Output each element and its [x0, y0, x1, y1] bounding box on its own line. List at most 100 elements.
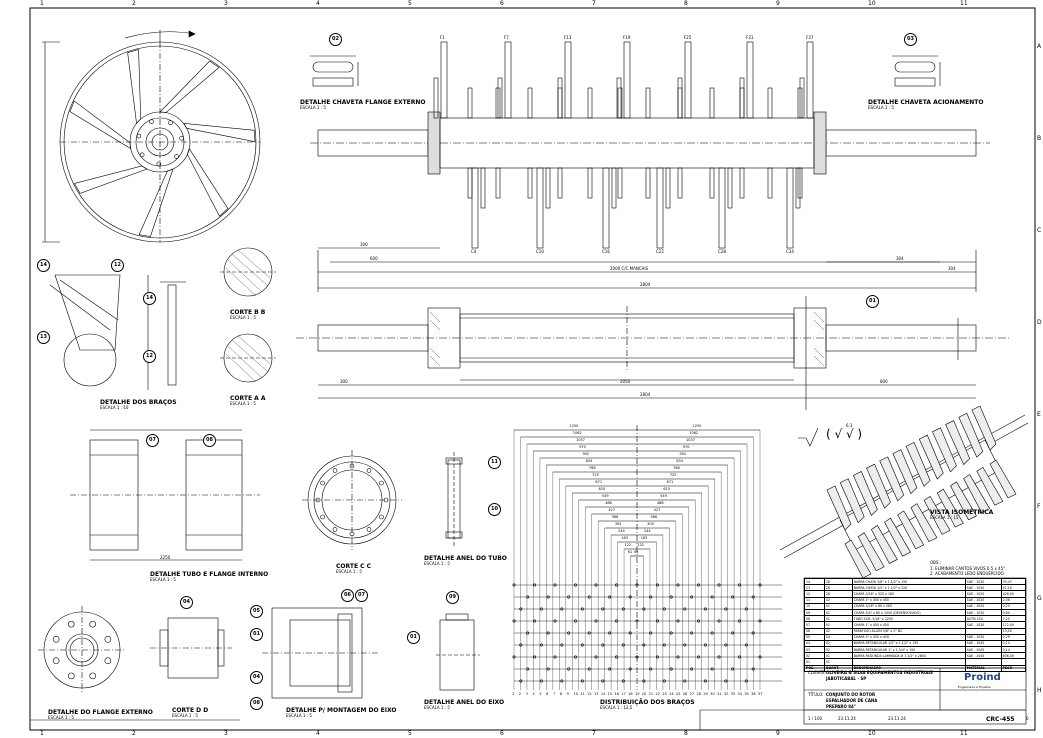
distribution-axis-number: 8 [559, 692, 563, 696]
distribution-dim-left: 305 [614, 522, 622, 526]
arm-position-mark [608, 631, 612, 635]
flange-hole [366, 527, 372, 532]
arm-short-bottom [587, 167, 593, 199]
distribution-dim-left: 834 [585, 459, 593, 463]
distribution-axis-number: 28 [696, 692, 701, 696]
flange-hole [67, 672, 75, 680]
drawing-number: CRC-455 [986, 716, 1015, 723]
distribution-axis-number: 4 [532, 692, 535, 696]
arm-short [467, 87, 473, 119]
anel-eixo [436, 613, 480, 691]
flange-hole [379, 514, 384, 520]
distribution-dim-right: 61 [634, 550, 639, 554]
arm-position-mark [601, 679, 605, 683]
arm-position-mark [573, 655, 577, 659]
iso-arm [884, 517, 911, 557]
zone-row-label: E [1037, 411, 1041, 418]
item-bubble-02: 02 [329, 33, 342, 46]
arm-position-mark [662, 643, 666, 647]
flange-hole [52, 657, 60, 665]
iso-arm [989, 459, 1017, 499]
flange-hole [320, 514, 325, 520]
distribution-axis-number: 34 [737, 692, 742, 696]
zone-col-label-bottom: 4 [316, 730, 320, 737]
arm-position-mark [724, 679, 728, 683]
arm-position-mark [532, 619, 536, 623]
distribution-axis-number: 24 [669, 692, 674, 696]
arm-position-mark [690, 595, 694, 599]
distribution-dim-left: 366 [611, 515, 619, 519]
distribution-dim-right: 549 [660, 494, 667, 498]
rotor-front-view [42, 30, 261, 243]
arm-short-bottom [495, 167, 501, 199]
flange-hole [52, 635, 60, 643]
flange-hole [349, 463, 355, 469]
arm-label-top: F37 [806, 35, 814, 40]
arm-position-mark [573, 619, 577, 623]
arm-position-mark [703, 607, 707, 611]
arm-position-mark [512, 619, 516, 623]
distribution-dim-right: 766 [673, 466, 680, 470]
arm-position-mark [683, 643, 687, 647]
distribution-axis-number: 22 [655, 692, 660, 696]
arm-position-mark [526, 667, 530, 671]
iso-arm [950, 481, 977, 521]
arm-position-mark [731, 667, 735, 671]
iso-arm [857, 532, 885, 572]
arm-short [709, 87, 715, 119]
arm-short [797, 87, 803, 119]
arm-position-mark [621, 679, 625, 683]
arm-bottom-side [665, 167, 671, 209]
bolt-hole [139, 152, 145, 158]
iso-arm [936, 488, 964, 528]
dim-s3: 800 [880, 379, 888, 384]
iso-arm [839, 478, 865, 524]
dim-overall: 2804 [640, 282, 651, 287]
distribution-dim-right: 427 [653, 508, 661, 512]
client-location: JABOTICABAL - SP [826, 676, 867, 681]
arm-position-mark [594, 583, 598, 587]
distribution-axis-number: 11 [580, 692, 585, 696]
arm-short-bottom [709, 167, 715, 199]
client-label: CLIENTE: [808, 670, 827, 675]
arm-short [587, 87, 593, 119]
zone-row-label: B [1037, 135, 1042, 142]
bom-header-cell: MATERIAL [964, 664, 1002, 672]
arm-position-mark [567, 667, 571, 671]
arm-bottom [786, 167, 794, 249]
isometric-view [778, 405, 1029, 579]
distribution-dim-left: 61 [627, 550, 633, 554]
arm-position-mark [676, 619, 680, 623]
distribution-axis-number: 20 [641, 692, 647, 696]
company-subtitle: Engenharia e Projetos [958, 685, 991, 689]
arm-position-mark [526, 631, 530, 635]
arm-position-mark [628, 595, 632, 599]
flange-hole [366, 468, 372, 473]
dim-left-b: 600 [370, 256, 378, 261]
arm-position-mark [587, 667, 591, 671]
arm-position-mark [696, 619, 700, 623]
distribution-dim-right: 1250 [692, 424, 702, 428]
bolt-hole [149, 119, 154, 125]
arm-position-mark [553, 655, 557, 659]
distribution-dim-right: 834 [676, 459, 683, 463]
arm-position-mark [553, 583, 557, 587]
arm-position-mark [744, 679, 748, 683]
arm-position-mark [703, 679, 707, 683]
detalhe-bracos [49, 274, 186, 390]
item-bubble-01: 01 [866, 295, 879, 308]
arm-position-mark [655, 619, 659, 623]
bolt-hole [156, 161, 162, 167]
fan-blade [138, 168, 174, 237]
arm-position-mark [649, 631, 653, 635]
flange-hole [89, 672, 97, 680]
distribution-axis-number: 9 [566, 692, 569, 696]
arm-position-mark [737, 655, 741, 659]
item-bubble-10: 10 [488, 503, 501, 516]
distribution-axis-number: 6 [546, 692, 549, 696]
